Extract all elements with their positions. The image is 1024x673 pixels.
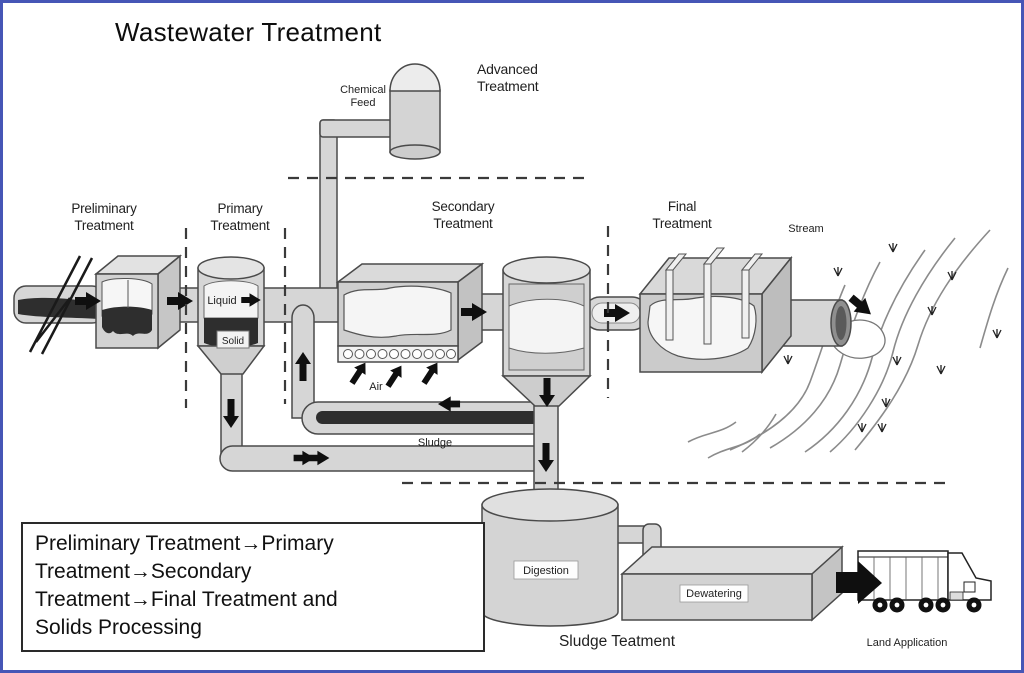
digestion-label: Digestion bbox=[523, 565, 569, 577]
sequence-line: Treatment→Secondary bbox=[35, 560, 252, 583]
primary-treatment-label: Primary bbox=[217, 201, 263, 216]
pipe-break-hatch bbox=[28, 255, 94, 355]
sequence-line: Preliminary Treatment→Primary bbox=[35, 532, 334, 555]
liquid-label: Liquid bbox=[207, 295, 236, 307]
chemical-feed-label: Chemical bbox=[340, 84, 386, 96]
dewatering-unit bbox=[620, 545, 844, 622]
chemical-feed-pipe-horizontal bbox=[319, 119, 393, 138]
diagram-canvas: Preliminary Treatment Primary Treatment … bbox=[13, 61, 1009, 650]
contact-baffles bbox=[664, 247, 764, 345]
return-sludge-flow bbox=[316, 411, 540, 424]
sludge-label: Sludge bbox=[418, 437, 452, 449]
land-application-label: Land Application bbox=[867, 637, 948, 649]
secondary-treatment-label: Secondary bbox=[432, 199, 495, 214]
treatment-sequence-box: Preliminary Treatment→Primary Treatment→… bbox=[21, 522, 485, 652]
final-treatment-label2: Treatment bbox=[652, 216, 712, 231]
secondary-clarifier bbox=[501, 256, 592, 407]
solid-label-box bbox=[216, 330, 250, 349]
digestion-label-box bbox=[513, 560, 579, 580]
sludge-treatment-label: Sludge Teatment bbox=[559, 633, 676, 650]
chemical-feed-label2: Feed bbox=[350, 97, 375, 109]
diagram-labels: Preliminary Treatment Primary Treatment … bbox=[71, 61, 947, 650]
preliminary-treatment-label2: Treatment bbox=[74, 218, 134, 233]
wheel-hubs bbox=[877, 602, 977, 608]
aeration-basin bbox=[335, 262, 485, 363]
advanced-treatment-label: Advanced bbox=[477, 61, 538, 77]
outfall-pipe-bore bbox=[835, 306, 847, 340]
chemical-feed-pipe-vertical bbox=[319, 119, 338, 293]
primary-treatment-label2: Treatment bbox=[210, 218, 270, 233]
stage-boundaries bbox=[184, 176, 952, 485]
to-land-application-arrow bbox=[836, 561, 882, 604]
sequence-line: Treatment→Final Treatment and bbox=[35, 588, 338, 611]
dewatering-label: Dewatering bbox=[686, 588, 742, 600]
final-treatment-basin bbox=[638, 247, 793, 375]
air-label: Air bbox=[369, 381, 383, 393]
dewatering-label-box bbox=[679, 584, 749, 603]
chemical-feed-tank bbox=[389, 63, 441, 160]
stream-label: Stream bbox=[788, 223, 823, 235]
page-title: Wastewater Treatment bbox=[115, 17, 382, 47]
bar-screen-unit bbox=[93, 254, 183, 350]
truck-cab bbox=[947, 552, 992, 601]
sequence-line: Solids Processing bbox=[35, 616, 202, 639]
final-treatment-label: Final bbox=[668, 199, 696, 214]
solid-label: Solid bbox=[222, 336, 244, 347]
digester-tank bbox=[481, 488, 619, 627]
preliminary-treatment-label: Preliminary bbox=[71, 201, 137, 216]
advanced-treatment-label2: Treatment bbox=[477, 78, 539, 94]
secondary-treatment-label2: Treatment bbox=[433, 216, 493, 231]
truck-window bbox=[963, 581, 976, 593]
diffuser-holes bbox=[343, 349, 456, 359]
primary-clarifier bbox=[196, 256, 266, 375]
sludge-main-pipe bbox=[219, 445, 555, 472]
stream-drawing bbox=[687, 229, 1009, 459]
